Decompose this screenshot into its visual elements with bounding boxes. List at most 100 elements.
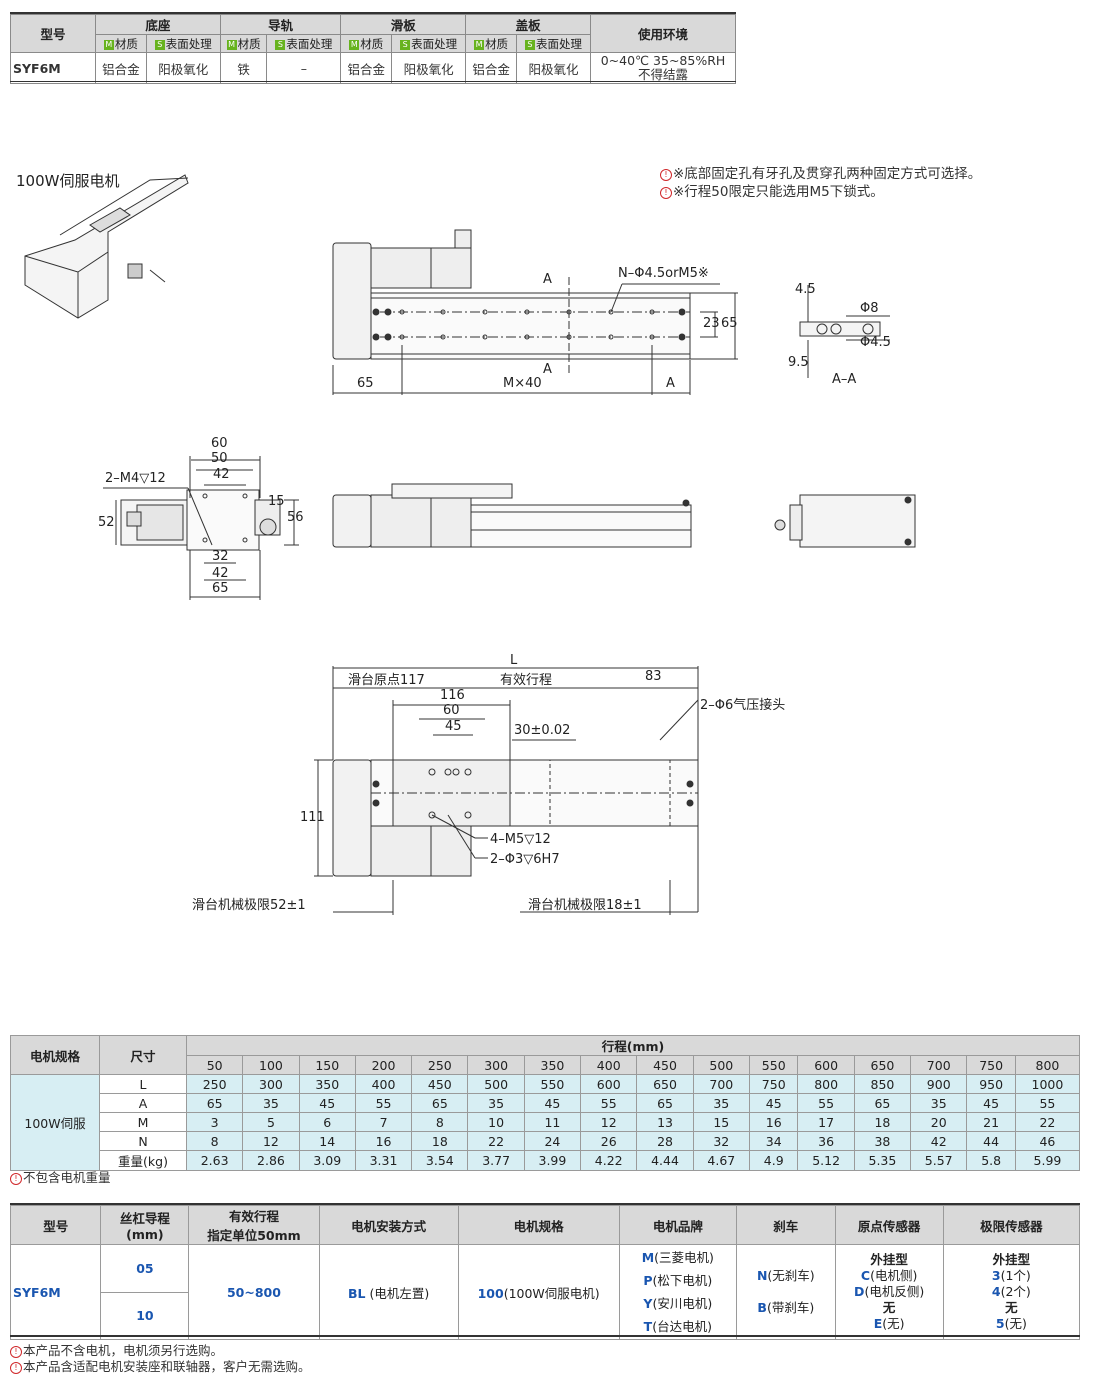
label-limit1: 滑台机械极限52±1 [192,898,306,913]
size-value: 450 [411,1074,469,1094]
rail-surf: – [266,52,342,84]
order-header: 电机规格 [457,1205,620,1245]
size-value: 600 [580,1074,638,1094]
size-value: 65 [853,1093,912,1113]
label-116: 116 [440,688,465,703]
size-value: 300 [242,1074,300,1094]
size-value: 3.09 [298,1150,356,1171]
section-aa [799,285,890,378]
order-header: 原点传感器 [834,1205,944,1245]
label-aa: A–A [832,372,857,387]
size-value: 3.31 [354,1150,413,1171]
stroke-col: 700 [910,1055,968,1075]
stroke-header: 行程(mm) [186,1035,1080,1056]
stroke-col: 600 [797,1055,855,1075]
size-value: 55 [797,1093,855,1113]
size-value: 55 [354,1093,413,1113]
size-value: 35 [242,1093,300,1113]
size-value: 12 [242,1131,300,1151]
size-value: 35 [692,1093,750,1113]
rule [10,81,736,82]
size-value: 10 [467,1112,525,1132]
size-value: 34 [748,1131,799,1151]
size-value: 900 [910,1074,968,1094]
label-n-hole: N–Φ4.5orM5※ [618,266,709,281]
lead-05: 05 [100,1244,190,1293]
size-value: 35 [910,1093,968,1113]
label-a3: A [666,376,675,391]
base-mat: 铝合金 [95,52,147,84]
order-header: 有效行程 指定单位50mm [188,1205,320,1245]
bottom-note-1: !本产品不含电机，电机须另行选购。 [10,1340,223,1359]
label-50: 50 [211,451,228,466]
stroke-col: 450 [636,1055,694,1075]
size-value: 5.8 [966,1150,1016,1171]
label-phi4-5: Φ4.5 [860,335,891,350]
stroke-col: 350 [523,1055,582,1075]
stroke-col: 250 [411,1055,469,1075]
stroke-col: 650 [853,1055,912,1075]
stroke-col: 100 [242,1055,300,1075]
brand-cell: M(三菱电机) P(松下电机) Y(安川电机) T(台达电机) [618,1244,738,1340]
stroke-col: 750 [966,1055,1016,1075]
size-value: 55 [1014,1093,1081,1113]
size-value: 65 [636,1093,694,1113]
size-value: 7 [354,1112,413,1132]
order-header: 电机安装方式 [318,1205,459,1245]
size-value: 2.86 [242,1150,300,1171]
size-value: 5.99 [1014,1150,1081,1171]
bottom-note-2: !本产品含适配电机安装座和联轴器，客户无需选购。 [10,1356,311,1375]
size-value: 400 [354,1074,413,1094]
technical-drawings [24,174,916,915]
top-view [332,229,738,395]
stroke-col: 500 [692,1055,750,1075]
size-value: 45 [966,1093,1016,1113]
size-value: 6 [298,1112,356,1132]
label-L: L [510,653,518,668]
size-value: 5.57 [910,1150,968,1171]
size-value: 18 [411,1131,469,1151]
size-value: 5 [242,1112,300,1132]
label-65b: 65 [212,581,229,596]
iso-sketch [24,174,189,319]
size-value: 950 [966,1074,1016,1094]
spec-cell: 100(100W伺服电机) [457,1244,620,1340]
label-stroke: 有效行程 [500,673,553,688]
stroke-range: 50~800 [188,1244,320,1340]
size-value: 350 [298,1074,356,1094]
motor-cell: 100W伺服 [10,1074,100,1171]
size-name: N [99,1131,187,1151]
size-value: 55 [580,1093,638,1113]
origin-cell: 外挂型 C(电机侧) D(电机反侧) 无 E(无) [834,1244,944,1340]
size-value: 850 [853,1074,912,1094]
size-value: 500 [467,1074,525,1094]
label-32: 32 [212,549,229,564]
col-size: 尺寸 [99,1035,187,1075]
stroke-col: 200 [354,1055,413,1075]
label-air: 2–Φ6气压接头 [700,698,786,713]
size-value: 4.9 [748,1150,799,1171]
size-value: 65 [411,1093,469,1113]
size-value: 11 [523,1112,582,1132]
size-value: 28 [636,1131,694,1151]
size-value: 46 [1014,1131,1081,1151]
end-view [103,456,299,600]
mount-cell: BL (电机左置) [318,1244,459,1340]
rule [10,1203,1080,1205]
label-56: 56 [287,510,304,525]
label-tol: 30±0.02 [514,723,571,738]
size-value: 750 [748,1074,799,1094]
col-env: 使用环境 [590,14,736,53]
size-value: 38 [853,1131,912,1151]
rail-mat: 铁 [219,52,268,84]
size-value: 18 [853,1112,912,1132]
size-value: 32 [692,1131,750,1151]
size-value: 250 [185,1074,244,1094]
col-cover: 盖板 [465,14,591,35]
size-value: 16 [748,1112,799,1132]
size-value: 4.67 [692,1150,750,1171]
